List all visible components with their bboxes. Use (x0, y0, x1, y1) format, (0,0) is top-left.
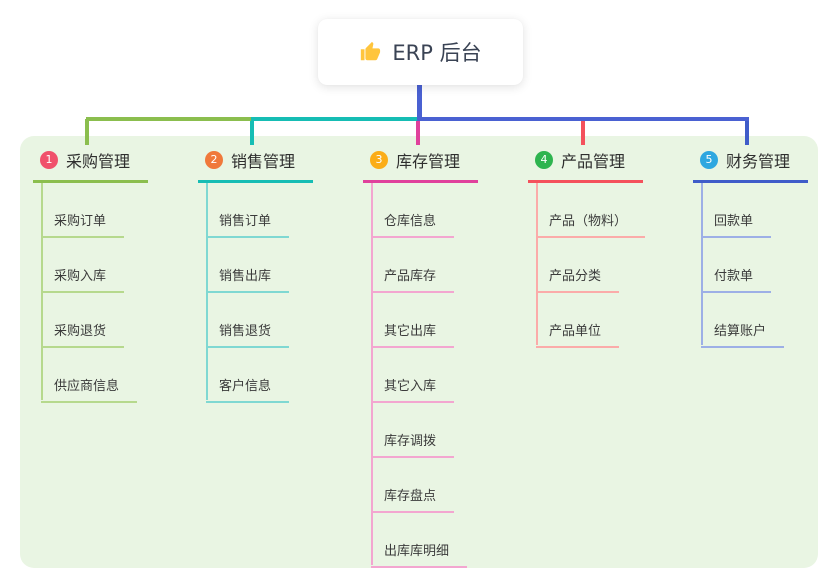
node-outbound-detail[interactable]: 出库库明细 (371, 540, 468, 568)
node-settlement-account[interactable]: 结算账户 (701, 320, 785, 348)
node-sales-order[interactable]: 销售订单 (206, 210, 290, 238)
node-product-material[interactable]: 产品（物料） (536, 210, 646, 238)
branch-purchase: 1 采购管理 采购订单 采购入库 采购退货 供应商信息 (33, 148, 148, 403)
branch4-title: 产品管理 (561, 152, 626, 171)
node-receipt-voucher[interactable]: 回款单 (701, 210, 772, 238)
node-stock-transfer[interactable]: 库存调拨 (371, 430, 455, 458)
root-node[interactable]: ERP 后台 (318, 19, 523, 85)
branch1-children: 采购订单 采购入库 采购退货 供应商信息 (41, 183, 148, 403)
branch2-bus-line (251, 117, 420, 121)
branch3-drop-line (416, 119, 420, 145)
branch-finance: 5 财务管理 回款单 付款单 结算账户 (693, 148, 808, 348)
branch2-children: 销售订单 销售出库 销售退货 客户信息 (206, 183, 313, 403)
branch3-child-connector (371, 183, 373, 565)
node-sales-return[interactable]: 销售退货 (206, 320, 290, 348)
branch4-number-badge: 4 (535, 151, 553, 169)
branch2-child-connector (206, 183, 208, 400)
branches-panel (20, 136, 818, 568)
branch-inventory: 3 库存管理 仓库信息 产品库存 其它出库 其它入库 库存调拨 库存盘点 出库库… (363, 148, 478, 568)
branch3-children: 仓库信息 产品库存 其它出库 其它入库 库存调拨 库存盘点 出库库明细 (371, 183, 478, 568)
branch1-title: 采购管理 (66, 152, 131, 171)
branch5-bus-line (417, 117, 749, 121)
node-other-outbound[interactable]: 其它出库 (371, 320, 455, 348)
node-product-unit[interactable]: 产品单位 (536, 320, 620, 348)
node-warehouse-info[interactable]: 仓库信息 (371, 210, 455, 238)
branch3-number-badge: 3 (370, 151, 388, 169)
node-purchase-order[interactable]: 采购订单 (41, 210, 125, 238)
branch-sales-header[interactable]: 2 销售管理 (198, 148, 313, 183)
branch-purchase-header[interactable]: 1 采购管理 (33, 148, 148, 183)
branch-product: 4 产品管理 产品（物料） 产品分类 产品单位 (528, 148, 646, 348)
branch5-title: 财务管理 (726, 152, 791, 171)
branch5-children: 回款单 付款单 结算账户 (701, 183, 808, 348)
node-product-category[interactable]: 产品分类 (536, 265, 620, 293)
branch3-title: 库存管理 (396, 152, 461, 171)
node-supplier-info[interactable]: 供应商信息 (41, 375, 138, 403)
branch1-child-connector (41, 183, 43, 400)
branch-inventory-header[interactable]: 3 库存管理 (363, 148, 478, 183)
branch1-drop-line (85, 119, 89, 145)
branch2-drop-line (250, 119, 254, 145)
root-connector-line (417, 85, 422, 119)
node-stock-taking[interactable]: 库存盘点 (371, 485, 455, 513)
node-customer-info[interactable]: 客户信息 (206, 375, 290, 403)
branch4-child-connector (536, 183, 538, 345)
branch1-number-badge: 1 (40, 151, 58, 169)
branch2-title: 销售管理 (231, 152, 296, 171)
node-purchase-inbound[interactable]: 采购入库 (41, 265, 125, 293)
branch5-number-badge: 5 (700, 151, 718, 169)
branch-product-header[interactable]: 4 产品管理 (528, 148, 643, 183)
branch-finance-header[interactable]: 5 财务管理 (693, 148, 808, 183)
node-other-inbound[interactable]: 其它入库 (371, 375, 455, 403)
branch4-drop-line (581, 119, 585, 145)
branch4-children: 产品（物料） 产品分类 产品单位 (536, 183, 646, 348)
root-title: ERP 后台 (392, 41, 482, 65)
branch-sales: 2 销售管理 销售订单 销售出库 销售退货 客户信息 (198, 148, 313, 403)
thumbs-up-icon (359, 41, 381, 63)
branch5-child-connector (701, 183, 703, 345)
node-sales-outbound[interactable]: 销售出库 (206, 265, 290, 293)
branch2-number-badge: 2 (205, 151, 223, 169)
node-product-stock[interactable]: 产品库存 (371, 265, 455, 293)
branch5-drop-line (745, 119, 749, 145)
node-payment-voucher[interactable]: 付款单 (701, 265, 772, 293)
node-purchase-return[interactable]: 采购退货 (41, 320, 125, 348)
